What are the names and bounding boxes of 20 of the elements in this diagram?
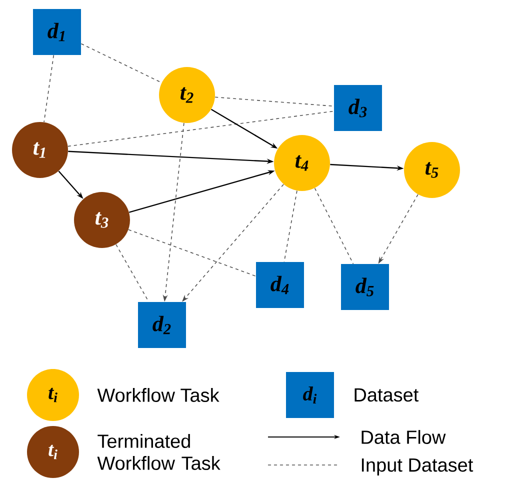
dashed-line: [314, 188, 354, 264]
dashed-line: [128, 229, 256, 277]
dataset-square: d$_{2}$: [138, 302, 186, 348]
legend-text: Dataset: [354, 388, 419, 402]
legend-text: Terminated Workflow Task: [97, 434, 220, 470]
legend-symbol: d$_{i}$: [303, 386, 317, 404]
dataset-square: d$_{1}$: [33, 9, 81, 55]
legend-symbol: t$_{i}$: [48, 444, 58, 460]
dashed-line: [214, 96, 334, 107]
legend-symbol: t$_{i}$: [48, 388, 58, 402]
dashed-line: [44, 54, 54, 122]
dashed-line: [68, 110, 334, 147]
dashed-line: [284, 190, 298, 262]
legend-text: Input Dataset: [362, 458, 474, 476]
dataset-square: d$_{4}$: [256, 262, 304, 308]
legend-text: Data Flow: [362, 430, 446, 444]
dataset-square: d$_{5}$: [341, 264, 389, 310]
legend-text: Workflow Task: [97, 388, 220, 402]
dataset-square: d$_{3}$: [334, 85, 382, 131]
dashed-line: [80, 43, 162, 84]
